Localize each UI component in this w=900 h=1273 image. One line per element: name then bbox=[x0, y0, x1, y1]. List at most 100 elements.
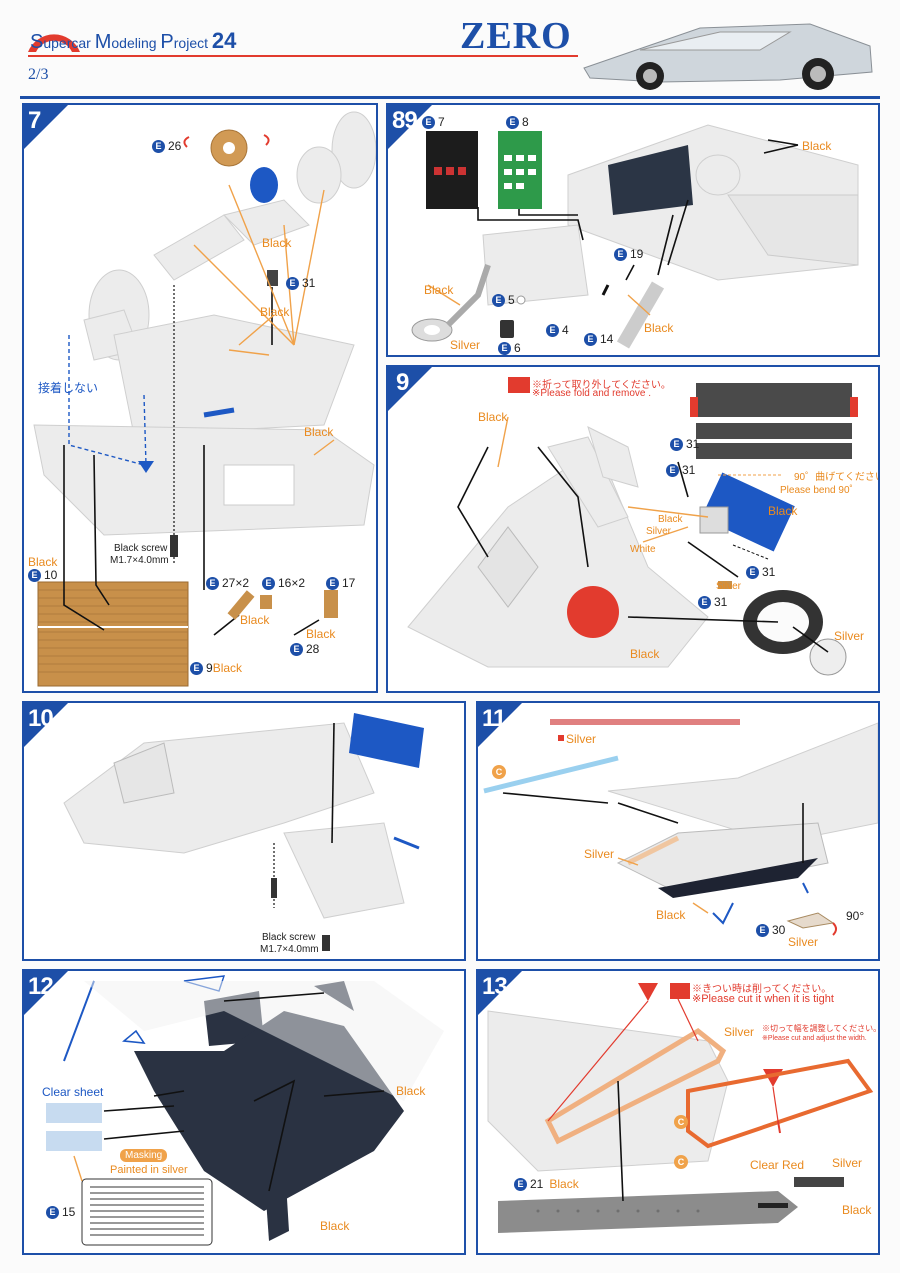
part-c-badge: C bbox=[492, 765, 506, 779]
e-badge-icon: E bbox=[506, 115, 519, 129]
e-badge-icon: E bbox=[286, 276, 299, 290]
label-black: Black bbox=[842, 1203, 872, 1217]
screw-size: M1.7×4.0mm bbox=[260, 944, 319, 955]
e-badge-icon: E bbox=[746, 565, 759, 579]
page-indicator: 2/3 bbox=[28, 66, 49, 83]
e-badge-icon: E bbox=[422, 115, 435, 129]
step-number: 13 bbox=[482, 973, 508, 1000]
label-black: Black bbox=[262, 236, 292, 250]
e-badge-icon: E bbox=[514, 1177, 527, 1191]
note-cut-en: ※Please cut it when it is tight bbox=[692, 993, 834, 1005]
label-silver: Silver bbox=[832, 1156, 863, 1170]
brand-logo-arc-icon bbox=[28, 34, 80, 52]
note-bend-jp: 90゜曲げてください。 bbox=[794, 472, 878, 483]
step-9-diagram bbox=[407, 377, 858, 676]
e-badge-icon: E bbox=[206, 576, 219, 590]
label-painted-silver: Painted in silver bbox=[110, 1164, 188, 1176]
label-silver: Silver bbox=[566, 732, 597, 746]
screw-label: Black screw bbox=[114, 543, 168, 554]
e-badge-icon: E bbox=[46, 1205, 59, 1219]
step-badge bbox=[388, 367, 432, 411]
step-number: 7 bbox=[28, 107, 41, 134]
part-c-badge: C bbox=[674, 1155, 688, 1169]
step-8-diagram bbox=[411, 124, 859, 349]
car-illustration bbox=[583, 23, 873, 90]
e-badge-icon: E bbox=[492, 293, 505, 307]
note-fold-en: ※Please fold and remove . bbox=[532, 388, 651, 399]
step-10-panel: 10 Black screw M1.7×4.0mm bbox=[22, 701, 466, 961]
label-black: Black bbox=[306, 627, 336, 641]
step-badge bbox=[24, 703, 68, 747]
step-10-diagram bbox=[63, 713, 424, 951]
step-number: 89 bbox=[392, 107, 418, 134]
e-badge-icon: E bbox=[326, 576, 339, 590]
part-c-badge: C bbox=[674, 1115, 688, 1129]
e-badge-icon: E bbox=[666, 463, 679, 477]
label-white: White bbox=[630, 544, 656, 555]
label-silver: Silver bbox=[724, 1025, 755, 1039]
step-badge bbox=[478, 971, 522, 1015]
label-black: Black bbox=[478, 410, 508, 424]
note-fold-jp: ※折って取り外してください。 bbox=[532, 380, 671, 391]
label-black: Black bbox=[28, 555, 58, 569]
note-cut-jp: ※きつい時は削ってください。 bbox=[692, 984, 832, 995]
e-badge-icon: E bbox=[546, 323, 559, 337]
label-black: Black bbox=[304, 425, 334, 439]
label-silver: Silver bbox=[834, 629, 865, 643]
step-badge bbox=[478, 703, 522, 747]
label-black: Black bbox=[802, 139, 832, 153]
e-badge-icon: E bbox=[698, 595, 711, 609]
header-rule bbox=[20, 96, 880, 99]
e-badge-icon: E bbox=[614, 247, 627, 261]
step-12-diagram bbox=[46, 975, 444, 1246]
e-badge-icon: E bbox=[28, 568, 41, 582]
masking-badge: Masking bbox=[120, 1149, 168, 1162]
label-black: Black bbox=[260, 305, 290, 319]
label-black: Black bbox=[396, 1084, 426, 1098]
step-number: 10 bbox=[28, 705, 54, 732]
step-badge bbox=[24, 971, 68, 1015]
label-black: Black bbox=[644, 321, 674, 335]
e-badge-icon: E bbox=[756, 923, 769, 937]
label-black-small: Black bbox=[658, 514, 683, 525]
step-number: 11 bbox=[482, 705, 506, 732]
note-bend-en: Please bend 90゜ bbox=[780, 485, 860, 496]
label-clear-sheet: Clear sheet bbox=[42, 1085, 104, 1099]
e-badge-icon: E bbox=[498, 341, 511, 355]
label-silver-small: Silver bbox=[646, 526, 672, 537]
label-silver: Silver bbox=[584, 847, 615, 861]
brand-title: Supercar Modeling Project 24 bbox=[30, 28, 237, 53]
page-title: ZERO bbox=[460, 15, 572, 57]
screw-label: Black screw bbox=[262, 932, 316, 943]
label-silver-small: Silver bbox=[716, 581, 742, 592]
label-black: Black bbox=[630, 647, 660, 661]
label-clear-red: Clear Red bbox=[750, 1158, 805, 1172]
step-number: 9 bbox=[396, 369, 409, 396]
label-black: Black bbox=[768, 504, 798, 518]
note-adjust-jp: ※切って幅を調整してください。 bbox=[762, 1024, 880, 1033]
label-black: Black bbox=[424, 283, 454, 297]
e-badge-icon: E bbox=[262, 576, 275, 590]
e-badge-icon: E bbox=[290, 642, 303, 656]
screw-size: M1.7×4.0mm bbox=[110, 555, 169, 566]
label-silver: Silver bbox=[450, 338, 481, 352]
e-badge-icon: E bbox=[670, 437, 683, 451]
